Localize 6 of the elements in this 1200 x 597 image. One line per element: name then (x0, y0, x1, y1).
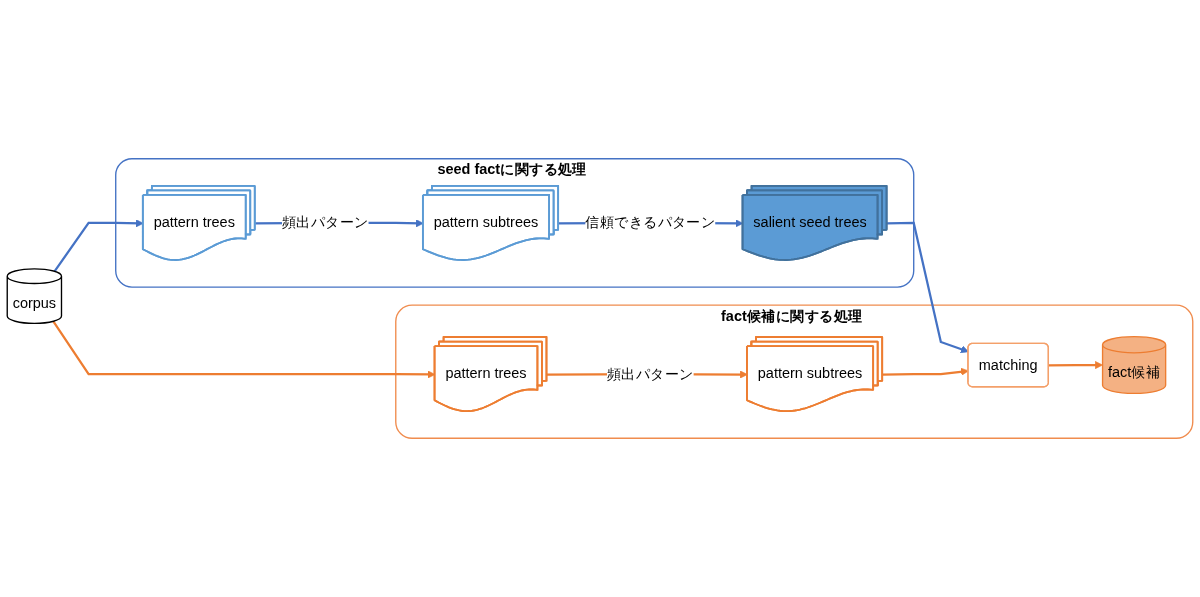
edge-label: 頻出パターン (606, 365, 694, 382)
arrow (53, 219, 144, 272)
edge-label: 頻出パターン (281, 214, 369, 231)
arrow (1048, 361, 1103, 369)
arrow (52, 320, 436, 379)
edge-label: 信頼できるパターン (585, 214, 716, 231)
